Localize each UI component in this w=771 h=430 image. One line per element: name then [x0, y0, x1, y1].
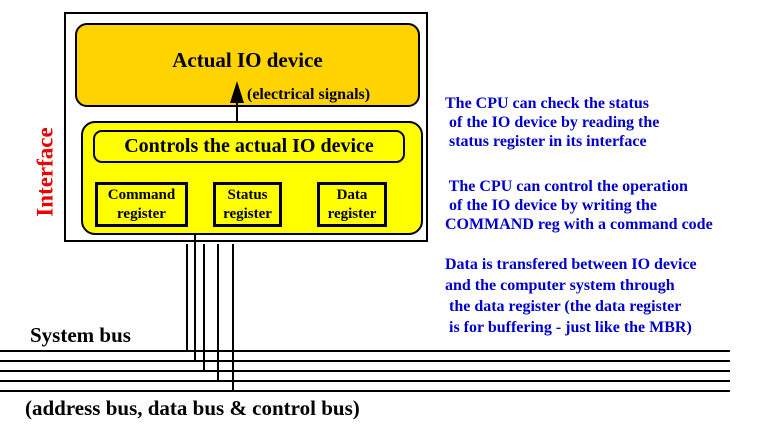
connector-line: [194, 235, 196, 362]
bus-line: [0, 370, 730, 372]
annotation-command-register: The CPU can control the operation of the…: [445, 178, 713, 233]
actual-io-device-box: [75, 23, 420, 107]
bus-line: [0, 350, 730, 352]
bus-line: [0, 360, 730, 362]
up-arrow-icon: [230, 81, 244, 103]
controller-box: Controls the actual IO device: [93, 130, 405, 163]
actual-io-device-title: Actual IO device: [172, 48, 323, 72]
bus-line: [0, 380, 730, 382]
up-arrow-shaft: [236, 100, 238, 121]
annotation-data-register: Data is transfered between IO device and…: [445, 256, 697, 336]
status-register-box: Status register: [213, 182, 282, 227]
connector-line: [203, 244, 205, 372]
address-data-control-bus-label: (address bus, data bus & control bus): [25, 396, 360, 420]
connector-line: [232, 244, 234, 392]
connector-line: [217, 244, 219, 382]
annotation-status-register: The CPU can check the status of the IO d…: [445, 95, 660, 150]
data-register-box: Data register: [317, 182, 387, 227]
bus-line: [0, 390, 730, 392]
system-bus-label: System bus: [30, 323, 131, 347]
electrical-signals-label: (electrical signals): [247, 86, 371, 103]
command-register-box: Command register: [95, 182, 188, 227]
connector-line: [186, 244, 188, 352]
interface-side-label: Interface: [32, 127, 58, 217]
